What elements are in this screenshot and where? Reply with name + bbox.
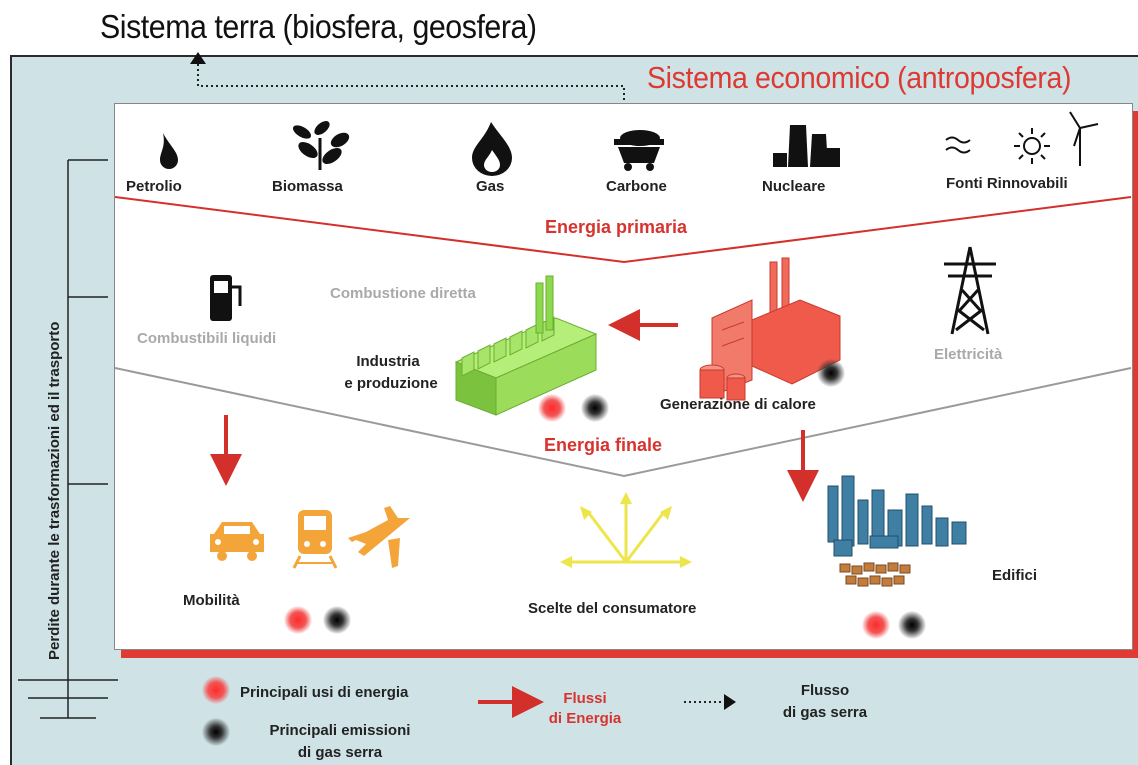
leaves-icon: [292, 121, 350, 170]
legend-emission-label-line1: Principali emissioni: [269, 722, 411, 739]
consumer-choice-label: Scelte del consumatore: [528, 600, 697, 617]
source-label-gas: Gas: [476, 178, 505, 195]
legend-energy-flow-label-line2: di Energia: [548, 710, 622, 727]
final-energy-funnel: [114, 367, 1132, 478]
legend-emission-marker: [202, 718, 230, 746]
electricity-label: Elettricità: [934, 346, 1003, 363]
legend-gas-flow-label-line1: Flusso: [800, 682, 850, 699]
buildings-emission-marker: [898, 611, 926, 639]
gas-flow-dotted-line: [197, 64, 625, 100]
industry-energy-use-marker: [538, 394, 566, 422]
train-icon: [292, 510, 338, 569]
source-label-petrolio: Petrolio: [126, 178, 182, 195]
earth-system-title: Sistema terra (biosfera, geosfera): [100, 8, 537, 45]
buildings-energy-use-marker: [862, 611, 890, 639]
coal-cart-icon: [614, 130, 664, 171]
nuclear-plant-icon: [773, 125, 840, 167]
flame-icon: [472, 122, 512, 176]
mobility-label: Mobilità: [183, 592, 240, 609]
heat-emission-marker: [817, 359, 845, 387]
primary-energy-funnel: [114, 196, 1132, 264]
source-label-carbone: Carbone: [606, 178, 667, 195]
primary-energy-label: Energia primaria: [545, 217, 688, 237]
legend-emission-label-line2: di gas serra: [297, 744, 383, 761]
losses-side-label: Perdite durante le trasformazioni ed il …: [46, 321, 63, 660]
fuel-pump-icon: [210, 275, 242, 321]
final-energy-label: Energia finale: [544, 435, 663, 455]
industry-label-line1: Industria: [356, 353, 420, 370]
car-icon: [210, 522, 264, 561]
economic-system-title: Sistema economico (antroposfera): [647, 60, 1072, 95]
oil-drop-icon: [160, 133, 178, 169]
electricity-pylon-icon: [944, 246, 996, 335]
source-label-nucleare: Nucleare: [762, 178, 826, 195]
mobility-energy-use-marker: [284, 606, 312, 634]
legend-gas-flow-arrowhead: [724, 694, 736, 710]
source-label-biomassa: Biomassa: [272, 178, 343, 195]
losses-scale: [18, 159, 118, 719]
gas-flow-arrowhead: [190, 52, 206, 64]
source-label-rinnovabili: Fonti Rinnovabili: [946, 175, 1068, 192]
legend-energy-flow-label-line1: Flussi: [563, 690, 607, 707]
consumer-choice-arrows: [560, 492, 692, 568]
industry-factory-icon: [454, 275, 598, 416]
buildings-city-icon: [827, 475, 967, 587]
legend-gas-flow-label-line2: di gas serra: [782, 704, 868, 721]
legend-energy-use-label: Principali usi di energia: [240, 684, 409, 701]
renewables-icon: [945, 111, 1099, 166]
heat-generation-label: Generazione di calore: [660, 396, 816, 413]
airplane-icon: [348, 506, 410, 568]
industry-emission-marker: [581, 394, 609, 422]
mobility-emission-marker: [323, 606, 351, 634]
heat-plant-icon: [699, 257, 841, 401]
industry-label-line2: e produzione: [344, 375, 438, 392]
liquid-fuels-label: Combustibili liquidi: [137, 330, 277, 347]
buildings-label: Edifici: [992, 567, 1038, 584]
direct-combustion-label: Combustione diretta: [330, 285, 476, 302]
legend-energy-use-marker: [202, 676, 230, 704]
